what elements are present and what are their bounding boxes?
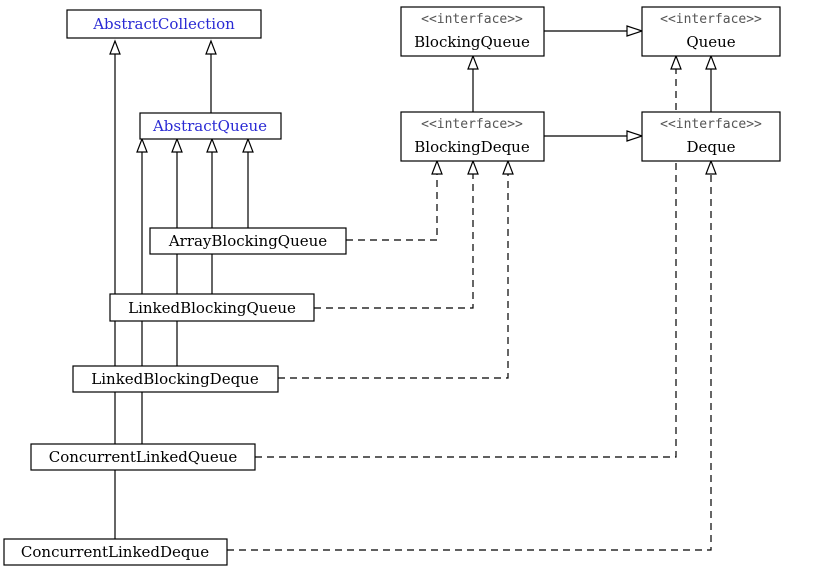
arrowhead-to-blockingdeque-3 <box>502 159 514 175</box>
arrowhead-to-abstractqueue-1 <box>136 137 148 153</box>
arrowhead-to-abstractcollection-left <box>109 39 121 55</box>
class-name: LinkedBlockingDeque <box>91 370 259 388</box>
interface-name: Queue <box>686 33 735 51</box>
stereotype-label: <<interface>> <box>660 117 762 132</box>
class-name: LinkedBlockingQueue <box>128 299 296 317</box>
arrowhead-to-queue-solid <box>705 54 717 70</box>
arrowhead-to-deque-dashed <box>705 159 717 175</box>
class-linkedblockingdeque: LinkedBlockingDeque <box>72 365 279 393</box>
class-abstractqueue: AbstractQueue <box>139 112 282 140</box>
interface-name: BlockingDeque <box>414 138 530 156</box>
arrowhead-to-abstractqueue-2 <box>171 137 183 153</box>
arrowhead-to-deque-from-blockingdeque <box>626 130 644 142</box>
edge-concurrentlinkeddeque-implements-deque <box>227 173 712 551</box>
class-linkedblockingqueue: LinkedBlockingQueue <box>109 293 315 322</box>
interface-queue: <<interface>> Queue <box>641 6 781 57</box>
arrowhead-to-blockingdeque-2 <box>467 159 479 175</box>
arrowhead-to-blockingqueue <box>467 54 479 70</box>
class-name: AbstractCollection <box>92 15 235 33</box>
class-concurrentlinkeddeque: ConcurrentLinkedDeque <box>3 538 228 566</box>
edge-linkedblockingdeque-implements-blockingdeque <box>278 173 509 379</box>
interface-blockingqueue: <<interface>> BlockingQueue <box>400 6 545 57</box>
interface-deque: <<interface>> Deque <box>641 111 781 162</box>
stereotype-label: <<interface>> <box>660 12 762 27</box>
class-abstractcollection: AbstractCollection <box>66 9 262 39</box>
interface-blockingdeque: <<interface>> BlockingDeque <box>400 111 545 162</box>
edge-arrayblockingqueue-implements-blockingdeque <box>346 173 438 241</box>
class-arrayblockingqueue: ArrayBlockingQueue <box>149 227 347 255</box>
interface-name: BlockingQueue <box>414 33 530 51</box>
interface-name: Deque <box>686 138 735 156</box>
stereotype-label: <<interface>> <box>421 117 523 132</box>
class-concurrentlinkedqueue: ConcurrentLinkedQueue <box>30 443 256 471</box>
arrowhead-to-abstractqueue-4 <box>242 137 254 153</box>
edge-linkedblockingqueue-implements-blockingdeque <box>314 173 474 309</box>
class-name: ArrayBlockingQueue <box>168 232 327 250</box>
arrowhead-to-blockingdeque-1 <box>431 159 443 175</box>
stereotype-label: <<interface>> <box>421 12 523 27</box>
class-name: ConcurrentLinkedQueue <box>49 448 238 466</box>
arrowhead-to-abstractqueue-3 <box>206 137 218 153</box>
arrowhead-to-queue-from-blockingqueue <box>626 25 644 37</box>
class-name: ConcurrentLinkedDeque <box>21 543 209 561</box>
arrowhead-to-abstractcollection-right <box>205 39 217 55</box>
class-name: AbstractQueue <box>152 117 267 135</box>
arrowhead-to-queue-dashed <box>670 54 682 70</box>
edge-concurrentlinkedqueue-implements-queue <box>255 67 677 458</box>
